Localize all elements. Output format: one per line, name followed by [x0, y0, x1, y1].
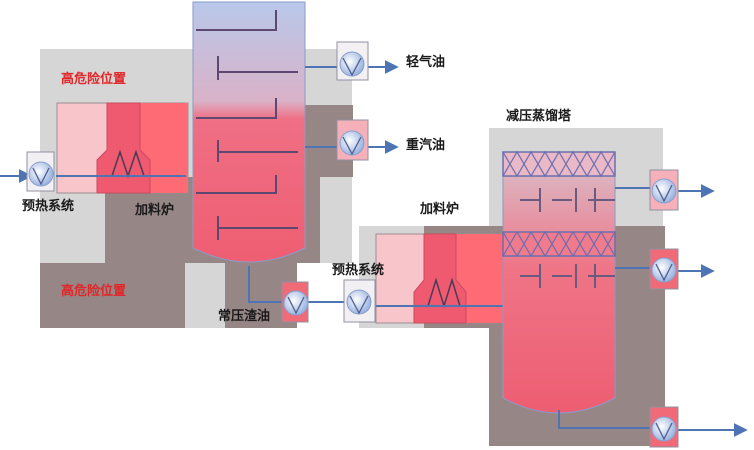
heavy-oil-label: 重汽油	[406, 138, 446, 153]
furnace-label-1: 加料炉	[135, 203, 175, 218]
preheat-label-2: 预热系统	[332, 263, 385, 278]
furnace-label-2: 加料炉	[420, 202, 460, 217]
preheat-label-1: 预热系统	[22, 199, 75, 214]
vacuum-tower	[502, 150, 616, 414]
pump-light-oil	[336, 41, 369, 81]
vacuum-tower-label: 减压蒸馏塔	[506, 109, 572, 124]
atm-residue-label: 常压渣油	[218, 309, 271, 324]
right-furnace	[375, 233, 505, 324]
pump-preheat-2	[343, 279, 376, 323]
pump-vacuum-2	[649, 248, 679, 290]
pump-preheat-1	[26, 151, 55, 192]
pump-vacuum-1	[649, 169, 679, 211]
left-furnace	[56, 102, 189, 194]
pump-atm-residue	[281, 281, 309, 323]
pump-heavy-oil	[336, 119, 369, 161]
atmospheric-column	[192, 1, 306, 263]
pump-vacuum-3	[649, 406, 679, 448]
light-oil-label: 轻气油	[406, 55, 446, 70]
danger-zone-label-1: 高危险位置	[61, 72, 127, 87]
danger-zone-label-2: 高危险位置	[61, 284, 127, 299]
